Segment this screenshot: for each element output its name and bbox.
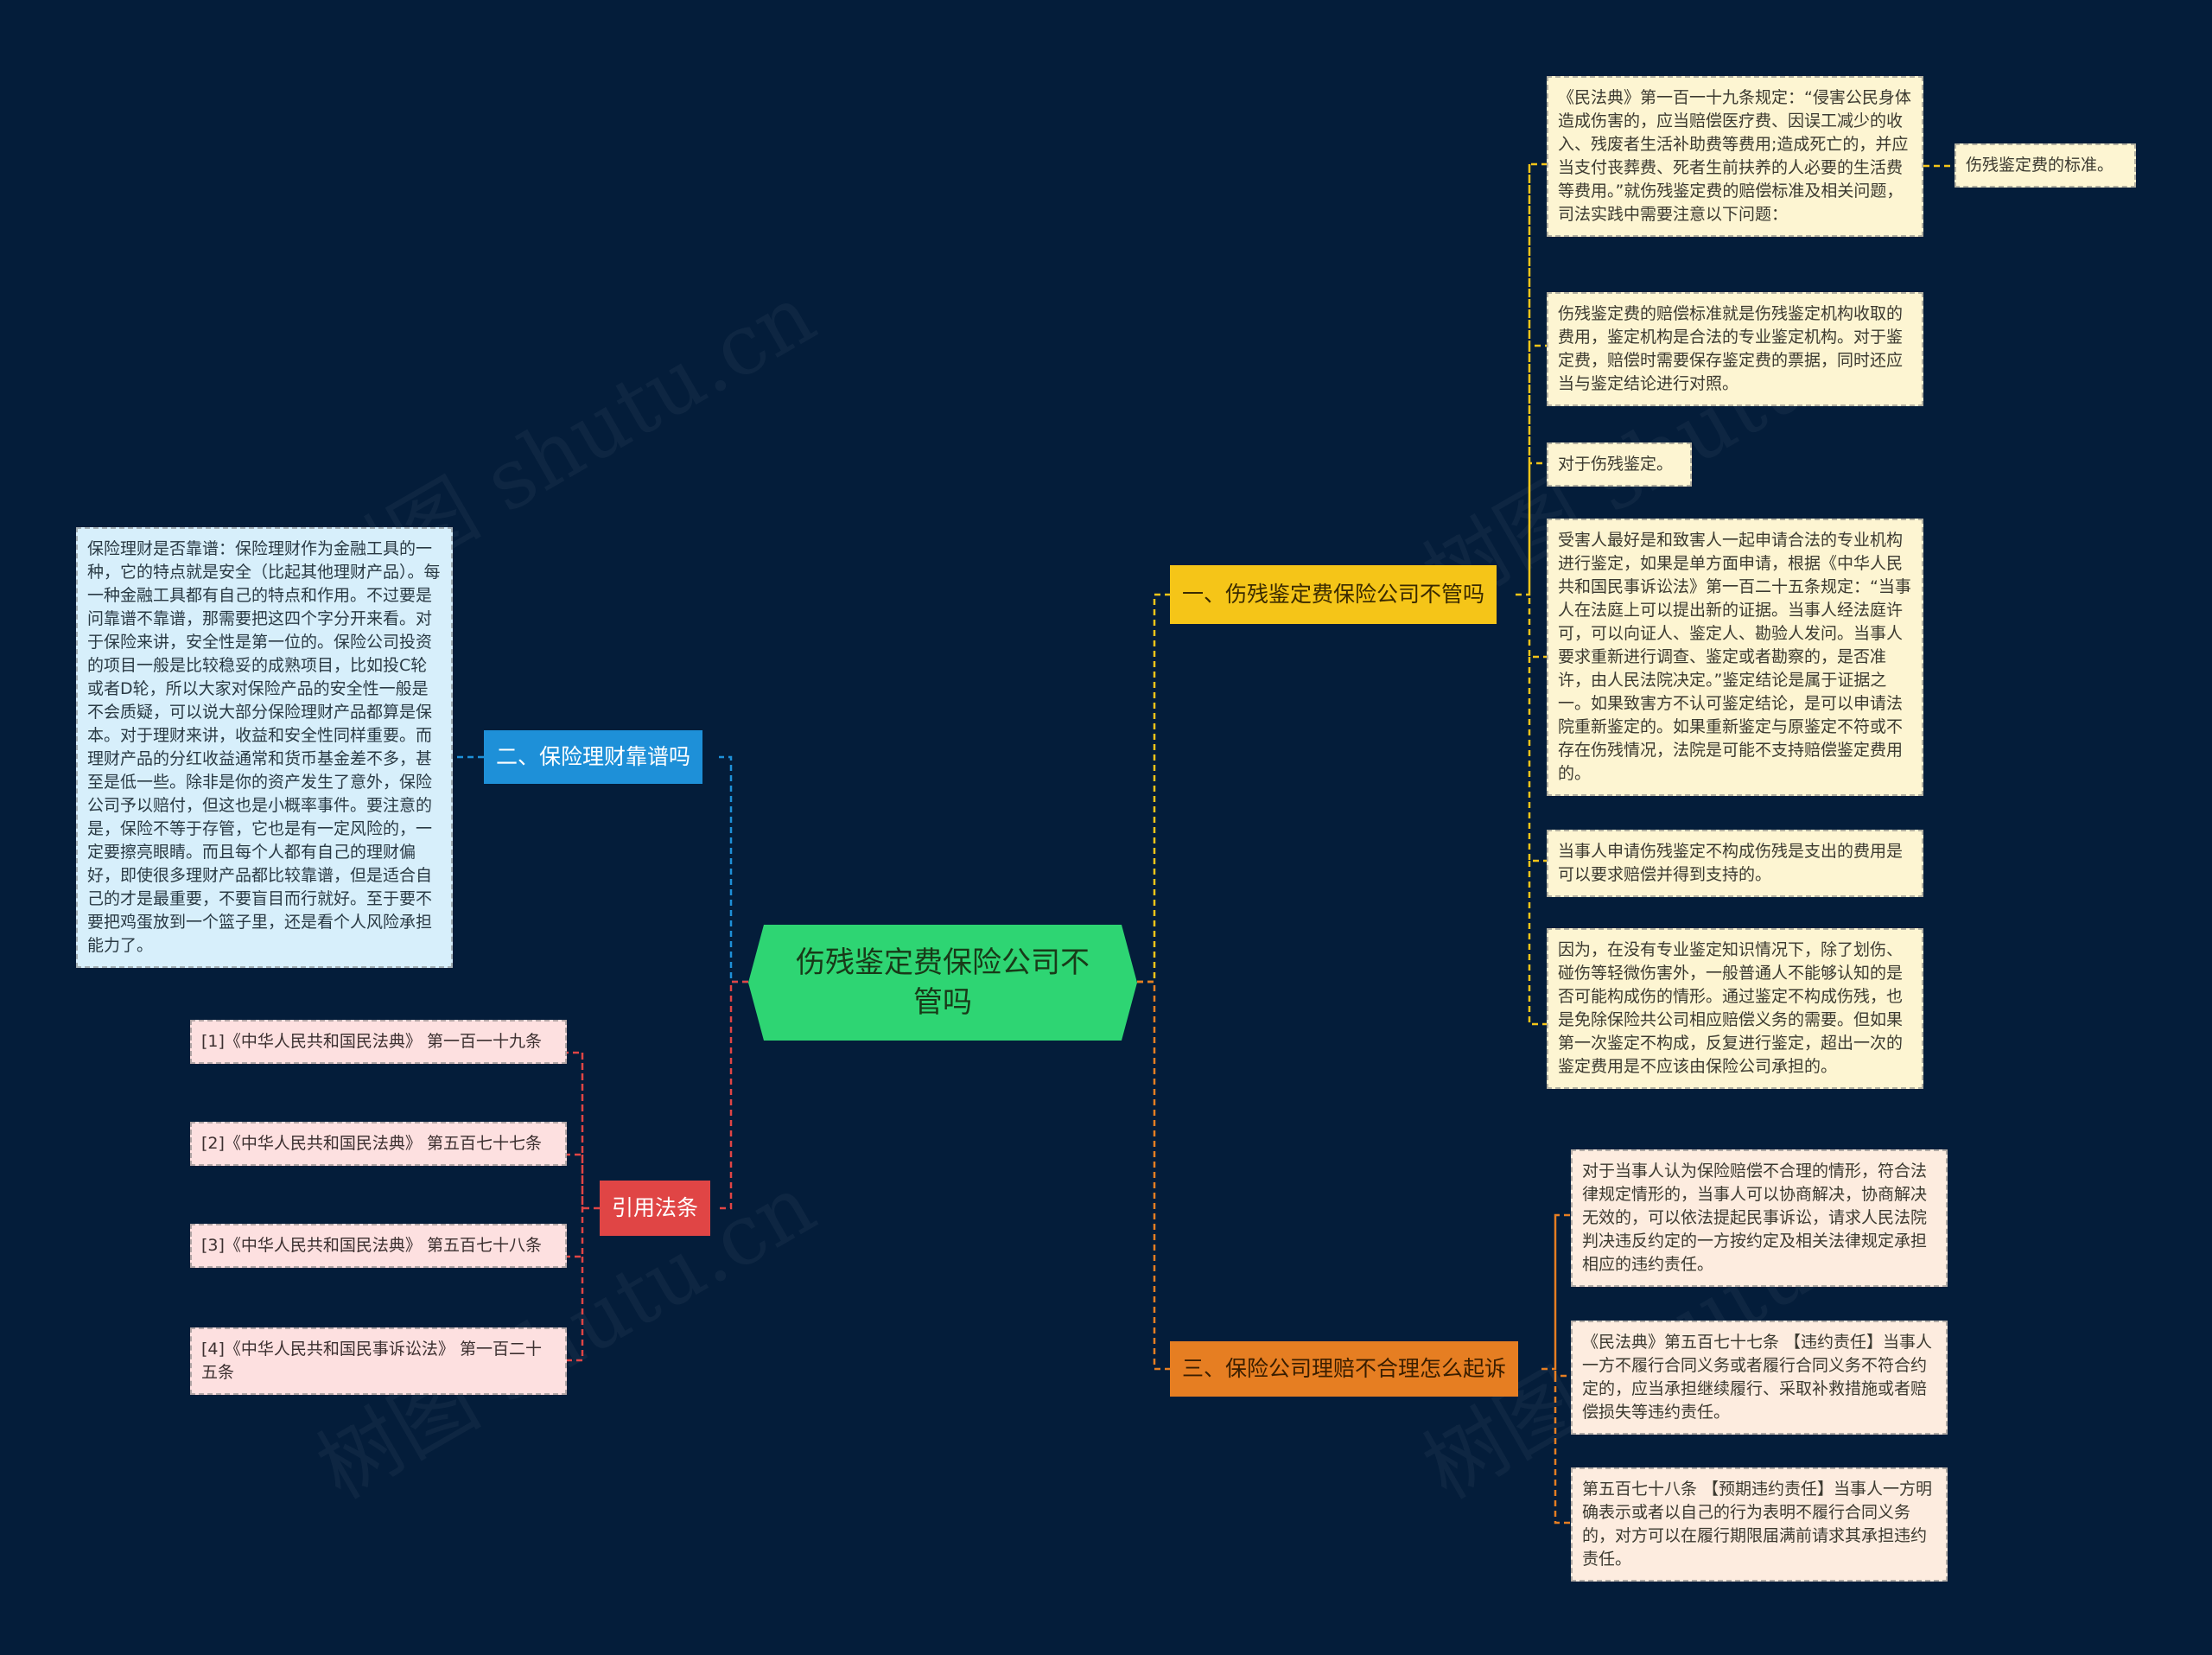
citation-item[interactable]: [4]《中华人民共和国民事诉讼法》 第一百二十五条 [190, 1327, 567, 1395]
leaf-fee-standard[interactable]: 伤残鉴定费的标准。 [1955, 143, 2136, 188]
center-topic[interactable]: 伤残鉴定费保险公司不管吗 [748, 925, 1137, 1041]
leaf-repeat-appraisal[interactable]: 因为，在没有专业鉴定知识情况下，除了划伤、碰伤等轻微伤害外，一般普通人不能够认知… [1547, 928, 1923, 1089]
branch-label: 引用法条 [612, 1195, 699, 1220]
link-center-b4 [717, 980, 748, 1210]
leaf-appraisal-procedure[interactable]: 受害人最好是和致害人一起申请合法的专业机构进行鉴定，如果是单方面申请，根据《中华… [1547, 519, 1923, 796]
link-b3-leaves [1541, 1213, 1571, 1525]
leaf-civil-code-119[interactable]: 《民法典》第一百一十九条规定：“侵害公民身体造成伤害的，应当赔偿医疗费、因误工减… [1547, 76, 1923, 237]
center-topic-label: 伤残鉴定费保险公司不管吗 [796, 945, 1090, 1020]
branch-label: 二、保险理财靠谱吗 [496, 744, 691, 769]
citation-item[interactable]: [3]《中华人民共和国民法典》 第五百七十八条 [190, 1224, 567, 1268]
leaf-civil-code-577[interactable]: 《民法典》第五百七十七条 【违约责任】当事人一方不履行合同义务或者履行合同义务不… [1571, 1321, 1948, 1435]
leaf-fee-compensation[interactable]: 伤残鉴定费的赔偿标准就是伤残鉴定机构收取的费用，鉴定机构是合法的专业鉴定机构。对… [1547, 292, 1923, 406]
branch-label: 一、伤残鉴定费保险公司不管吗 [1182, 582, 1485, 607]
branch-label: 三、保险公司理赔不合理怎么起诉 [1182, 1356, 1507, 1381]
link-center-b3 [1137, 980, 1170, 1371]
link-b1-leaves [1516, 162, 1547, 1026]
leaf-lawsuit-procedure[interactable]: 对于当事人认为保险赔偿不合理的情形，符合法律规定情形的，当事人可以协商解决，协商… [1571, 1149, 1948, 1287]
citation-item[interactable]: [1]《中华人民共和国民法典》 第一百一十九条 [190, 1020, 567, 1064]
leaf-civil-code-578[interactable]: 第五百七十八条 【预期违约责任】当事人一方明确表示或者以自己的行为表明不履行合同… [1571, 1467, 1948, 1582]
citation-item[interactable]: [2]《中华人民共和国民法典》 第五百七十七条 [190, 1122, 567, 1166]
link-b4-leaves [566, 1051, 600, 1362]
branch-node-injury-fee[interactable]: 一、伤残鉴定费保险公司不管吗 [1170, 565, 1497, 624]
leaf-disability-appraisal[interactable]: 对于伤残鉴定。 [1547, 442, 1692, 487]
branch-node-claim-lawsuit[interactable]: 三、保险公司理赔不合理怎么起诉 [1170, 1341, 1519, 1397]
leaf-insurance-finance-detail[interactable]: 保险理财是否靠谱：保险理财作为金融工具的一种，它的特点就是安全（比起其他理财产品… [76, 527, 453, 968]
branch-node-citations[interactable]: 引用法条 [600, 1181, 711, 1236]
link-center-b1 [1137, 593, 1170, 983]
leaf-non-disability-fee[interactable]: 当事人申请伤残鉴定不构成伤残是支出的费用是可以要求赔偿并得到支持的。 [1547, 830, 1923, 897]
link-center-b2 [719, 755, 748, 983]
branch-node-insurance-finance[interactable]: 二、保险理财靠谱吗 [484, 730, 703, 784]
